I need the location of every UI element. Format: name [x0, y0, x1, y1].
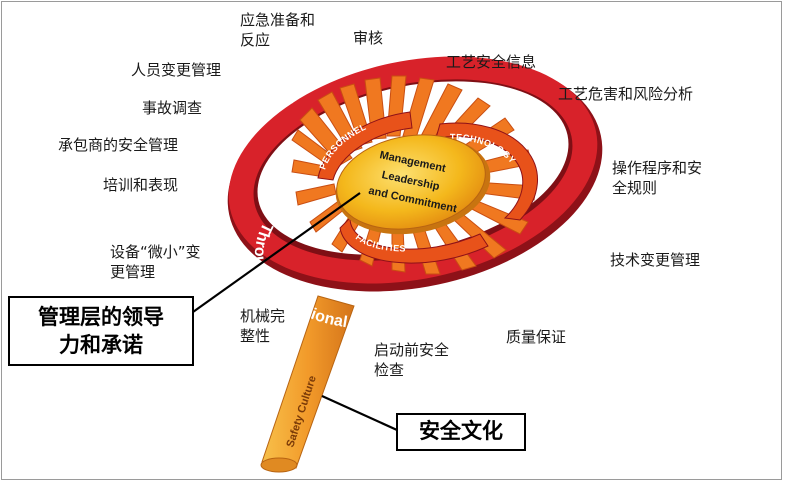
label-personnel-moc: 人员变更管理 [131, 61, 222, 79]
label-process-safety-info: 工艺安全信息 [446, 53, 537, 71]
label-tech-moc: 技术变更管理 [610, 251, 701, 269]
label-emergency-response: 应急准备和 反应 [240, 11, 316, 49]
safety-culture-callout: 安全文化 [396, 413, 526, 451]
label-procedures: 操作程序和安 全规则 [612, 159, 703, 197]
safety-culture-callout-line [321, 394, 398, 432]
label-phr: 工艺危害和风险分析 [558, 85, 694, 103]
label-quality-assurance: 质量保证 [506, 328, 567, 346]
label-training: 培训和表现 [103, 176, 179, 194]
label-mechanical-integrity: 机械完 整性 [240, 307, 286, 345]
hub: Management Leadership and Commitment [335, 134, 491, 235]
management-commitment-callout: 管理层的领导 力和承诺 [8, 296, 194, 366]
management-callout-line [192, 192, 361, 313]
label-incident-investigation: 事故调查 [142, 99, 203, 117]
label-audit: 审核 [353, 29, 384, 47]
label-minor-change: 设备“微小”变 更管理 [110, 243, 201, 281]
label-contractor-safety: 承包商的安全管理 [58, 136, 179, 154]
label-pssr: 启动前安全 检查 [374, 341, 450, 379]
